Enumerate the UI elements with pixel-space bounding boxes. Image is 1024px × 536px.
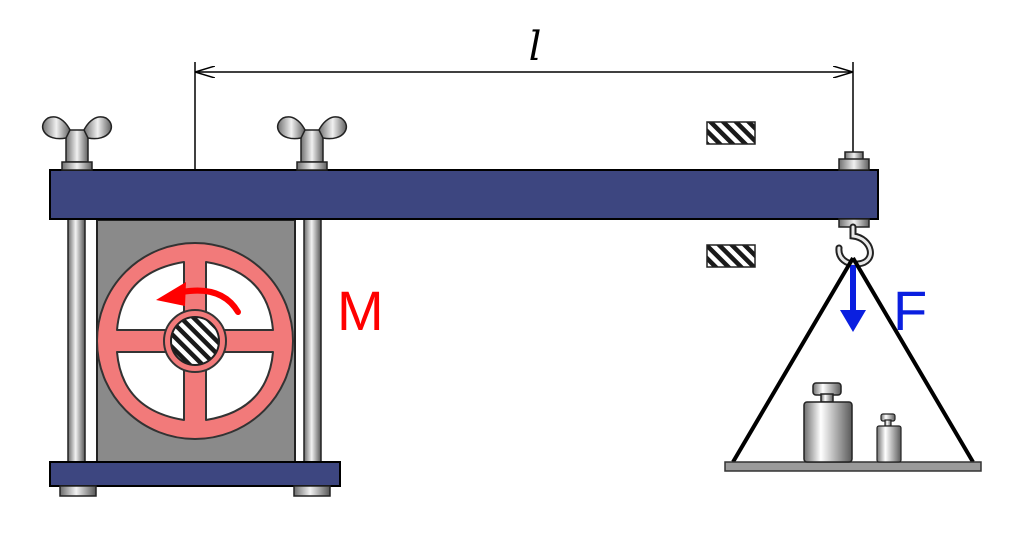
wing-nut-icon [42, 116, 112, 171]
pan-plate [724, 461, 982, 472]
hatched-section-icon [170, 316, 220, 366]
weight-icon [803, 382, 853, 463]
bottom-beam [49, 461, 341, 487]
wing-nut-icon [277, 116, 347, 171]
wheel-window-bottom-left [116, 351, 185, 421]
lever-beam [49, 169, 879, 220]
left-rod [67, 217, 86, 465]
length-dimension: l [194, 24, 854, 170]
pan-string-left [731, 256, 855, 464]
hand-wheel [96, 242, 294, 440]
length-label: l [529, 24, 542, 70]
force-arrow [840, 265, 866, 332]
scale-pan [724, 256, 982, 472]
weight-icon [876, 413, 902, 463]
hatched-section-icon [706, 121, 756, 145]
pan-string-right [851, 256, 975, 464]
left-rod-foot [59, 485, 97, 497]
moment-arrow-arc [179, 287, 241, 315]
wheel-window-top-right [205, 261, 274, 331]
wheel-window-bottom-right [205, 351, 274, 421]
force-label: F [893, 279, 927, 342]
beam-end-nut [838, 151, 870, 171]
moment-arrow [156, 282, 241, 315]
moment-label: M [337, 279, 384, 342]
force-arrow-head [840, 310, 866, 332]
right-rod-foot [293, 485, 331, 497]
hatched-section-icon [706, 244, 756, 268]
moment-arrow-head [156, 282, 186, 306]
right-rod [303, 217, 322, 465]
wheel-window-top-left [116, 261, 185, 331]
